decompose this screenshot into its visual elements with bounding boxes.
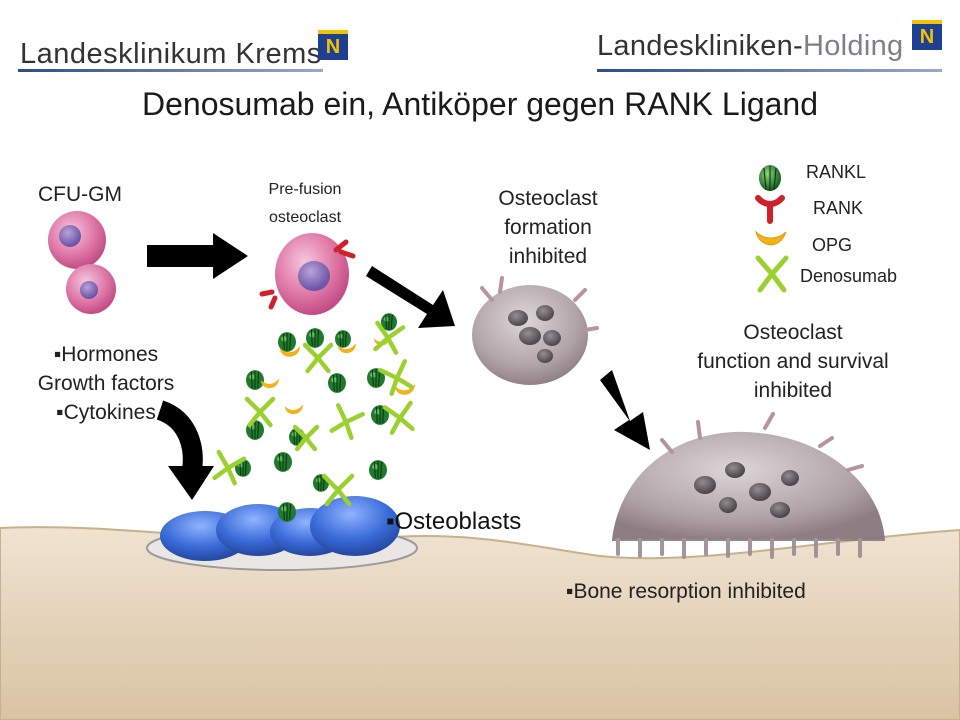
osteoblasts-cluster — [160, 496, 400, 561]
rankl-molecule-icon — [246, 370, 264, 390]
label-function-line-2: function and survival — [697, 350, 889, 373]
n-logo-left-icon: N — [318, 30, 348, 60]
legend-label-denosumab: Denosumab — [800, 266, 898, 286]
legend-label-rankl: RANKL — [806, 162, 867, 182]
arrow-cfu-to-prefusion — [147, 233, 248, 279]
label-formation-line-2: formation — [504, 216, 592, 239]
label-osteoclast-formation: Osteoclast formation inhibited — [458, 184, 638, 271]
label-function-line-3: inhibited — [753, 379, 833, 402]
opg-molecule-icon — [395, 384, 415, 395]
legend-denosumab-icon — [755, 255, 789, 293]
osteoclast-inhibited-cell — [472, 276, 599, 385]
opg-molecule-icon — [285, 404, 303, 415]
label-cfu-gm: CFU-GM — [38, 183, 122, 206]
denosumab-molecule-icon — [373, 320, 406, 355]
header-rule-left — [18, 69, 323, 72]
opg-molecule-icon — [374, 336, 390, 346]
logo-part-1: Landeskliniken- — [597, 30, 804, 62]
label-stimuli: ▪Hormones Growth factors ▪Cytokines — [6, 340, 206, 427]
logo-part-2: Holding — [803, 30, 904, 62]
label-hormones: ▪Hormones — [53, 343, 159, 366]
legend-opg-icon — [755, 230, 787, 246]
denosumab-molecule-icon — [292, 424, 320, 452]
label-pre-fusion-line-1: Pre-fusion — [268, 181, 342, 198]
denosumab-molecule-icon — [321, 473, 355, 507]
legend-rank-icon — [755, 195, 785, 224]
rankl-molecule-icon — [328, 373, 346, 393]
denosumab-molecule-icon — [244, 396, 276, 428]
cfu-gm-cells — [48, 211, 116, 314]
opg-molecule-icon — [280, 346, 300, 357]
arrow-hormones-to-osteoblasts — [156, 400, 214, 500]
pre-fusion-osteoclast-cell — [259, 233, 356, 315]
denosumab-molecule-icon — [329, 403, 365, 441]
label-osteoclast-function: Osteoclast function and survival inhibit… — [662, 318, 924, 405]
label-bone-resorption: ▪Bone resorption inhibited — [566, 580, 806, 603]
header-rule-right — [597, 69, 942, 72]
rankl-molecule-icon — [278, 332, 296, 352]
rankl-molecule-icon — [367, 368, 385, 388]
label-pre-fusion-line-2: osteoclast — [268, 209, 342, 226]
rankl-molecule-icon — [371, 405, 389, 425]
label-pre-fusion: Pre-fusion osteoclast — [240, 176, 370, 232]
legend-rankl-icon — [759, 165, 781, 191]
rankl-molecule-icon — [335, 330, 351, 348]
label-formation-line-3: inhibited — [508, 245, 588, 268]
n-logo-right-icon: N — [912, 20, 942, 50]
rankl-molecule-icon — [369, 460, 387, 480]
denosumab-molecule-icon — [378, 359, 414, 397]
slide-title: Denosumab ein, Antiköper gegen RANK Liga… — [142, 86, 818, 122]
rankl-molecule-icon — [274, 452, 292, 472]
resorbing-osteoclast-cell — [612, 412, 885, 559]
opg-molecule-icon — [338, 343, 356, 354]
opg-molecule-icon — [261, 378, 279, 389]
arrow-osteoclast-to-resorption — [600, 370, 650, 450]
logo-landesklinikum-krems: Landesklinikum Krems — [20, 38, 322, 70]
label-growth-factors: Growth factors — [37, 372, 175, 395]
rankl-molecule-icon — [306, 328, 324, 348]
label-formation-line-1: Osteoclast — [498, 187, 598, 210]
denosumab-molecule-icon — [382, 400, 415, 435]
rankl-molecule-icon — [278, 502, 296, 522]
logo-landeskliniken-holding: Landeskliniken-Holding — [597, 30, 903, 63]
label-osteoblasts: ▪Osteoblasts — [386, 508, 522, 535]
label-cytokines: ▪Cytokines — [56, 401, 156, 424]
legend-label-opg: OPG — [812, 235, 853, 255]
arrow-prefusion-to-osteoclast — [366, 266, 455, 328]
denosumab-molecule-icon — [212, 449, 247, 486]
denosumab-molecule-icon — [302, 342, 334, 374]
label-function-line-1: Osteoclast — [743, 321, 843, 344]
legend-label-rank: RANK — [813, 198, 864, 218]
rankl-molecule-icon — [381, 313, 397, 331]
